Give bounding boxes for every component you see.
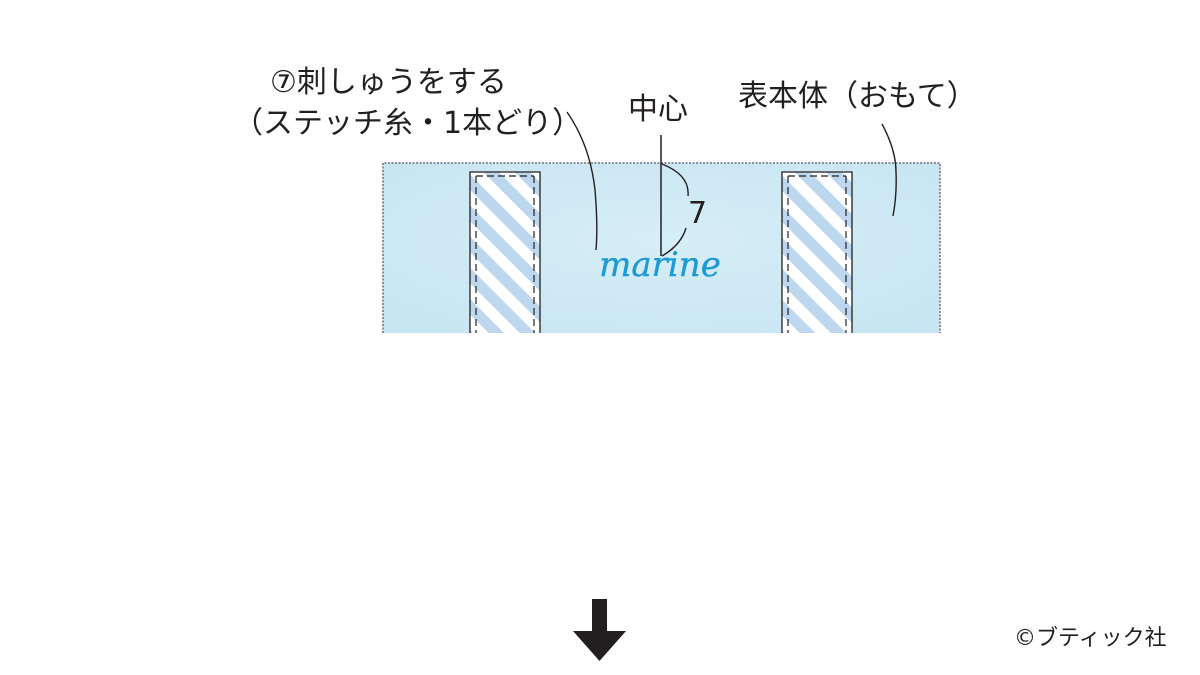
copyright-notice: ©ブティック社 — [1014, 626, 1167, 651]
dimension-label: 7 — [688, 196, 708, 231]
left-strap — [469, 171, 541, 333]
embroidery-leader-line — [566, 111, 598, 251]
body-face-label: 表本体（おもて） — [738, 79, 977, 114]
dimension-bracket — [661, 163, 689, 257]
center-label: 中心 — [628, 92, 688, 127]
right-strap — [781, 171, 853, 333]
step-sublabel: （ステッチ糸・1本どり） — [233, 106, 583, 141]
down-arrow-icon — [573, 599, 626, 661]
body-leader-line — [881, 123, 897, 217]
embroidery-marine: marine — [599, 245, 721, 285]
step-label: ⑦刺しゅうをする — [270, 65, 507, 100]
